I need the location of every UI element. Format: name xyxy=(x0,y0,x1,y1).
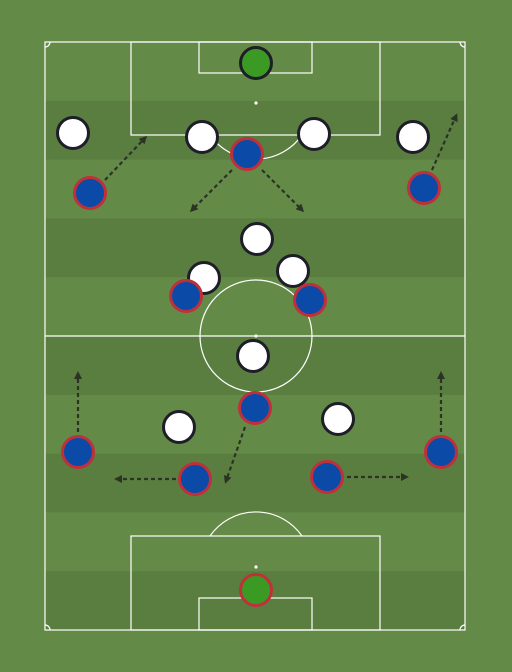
home-player[interactable] xyxy=(238,391,272,425)
away-player[interactable] xyxy=(56,116,90,150)
away-player[interactable] xyxy=(276,254,310,288)
home-player[interactable] xyxy=(178,462,212,496)
centre-spot xyxy=(254,334,258,338)
home-player[interactable] xyxy=(169,279,203,313)
away-player[interactable] xyxy=(297,117,331,151)
run-arrow xyxy=(430,113,458,171)
run-arrow xyxy=(223,426,247,484)
players-layer xyxy=(56,46,458,607)
away-player[interactable] xyxy=(162,410,196,444)
away-player[interactable] xyxy=(240,222,274,256)
run-arrow xyxy=(104,135,148,181)
home-player[interactable] xyxy=(61,435,95,469)
home-player[interactable] xyxy=(230,137,264,171)
home-player[interactable] xyxy=(73,176,107,210)
corner-arc-top-left xyxy=(44,41,51,48)
home-player[interactable] xyxy=(407,171,441,205)
bottom-penalty-spot xyxy=(254,565,258,569)
home-player[interactable] xyxy=(424,435,458,469)
home-player[interactable] xyxy=(310,460,344,494)
run-arrow xyxy=(189,169,233,213)
pitch-markings xyxy=(44,41,466,631)
home-goalkeeper[interactable] xyxy=(239,573,273,607)
away-goalkeeper[interactable] xyxy=(239,46,273,80)
corner-arc-bottom-left xyxy=(44,624,51,631)
grass-stripe xyxy=(45,453,465,513)
run-arrow xyxy=(261,169,305,213)
away-player[interactable] xyxy=(321,402,355,436)
away-player[interactable] xyxy=(236,339,270,373)
away-player[interactable] xyxy=(185,120,219,154)
top-penalty-spot xyxy=(254,101,258,105)
bottom-penalty-arc xyxy=(209,511,303,537)
corner-arc-top-right xyxy=(459,41,466,48)
corner-arc-bottom-right xyxy=(459,624,466,631)
away-player[interactable] xyxy=(396,120,430,154)
movement-arrows xyxy=(74,113,458,484)
home-player[interactable] xyxy=(293,283,327,317)
